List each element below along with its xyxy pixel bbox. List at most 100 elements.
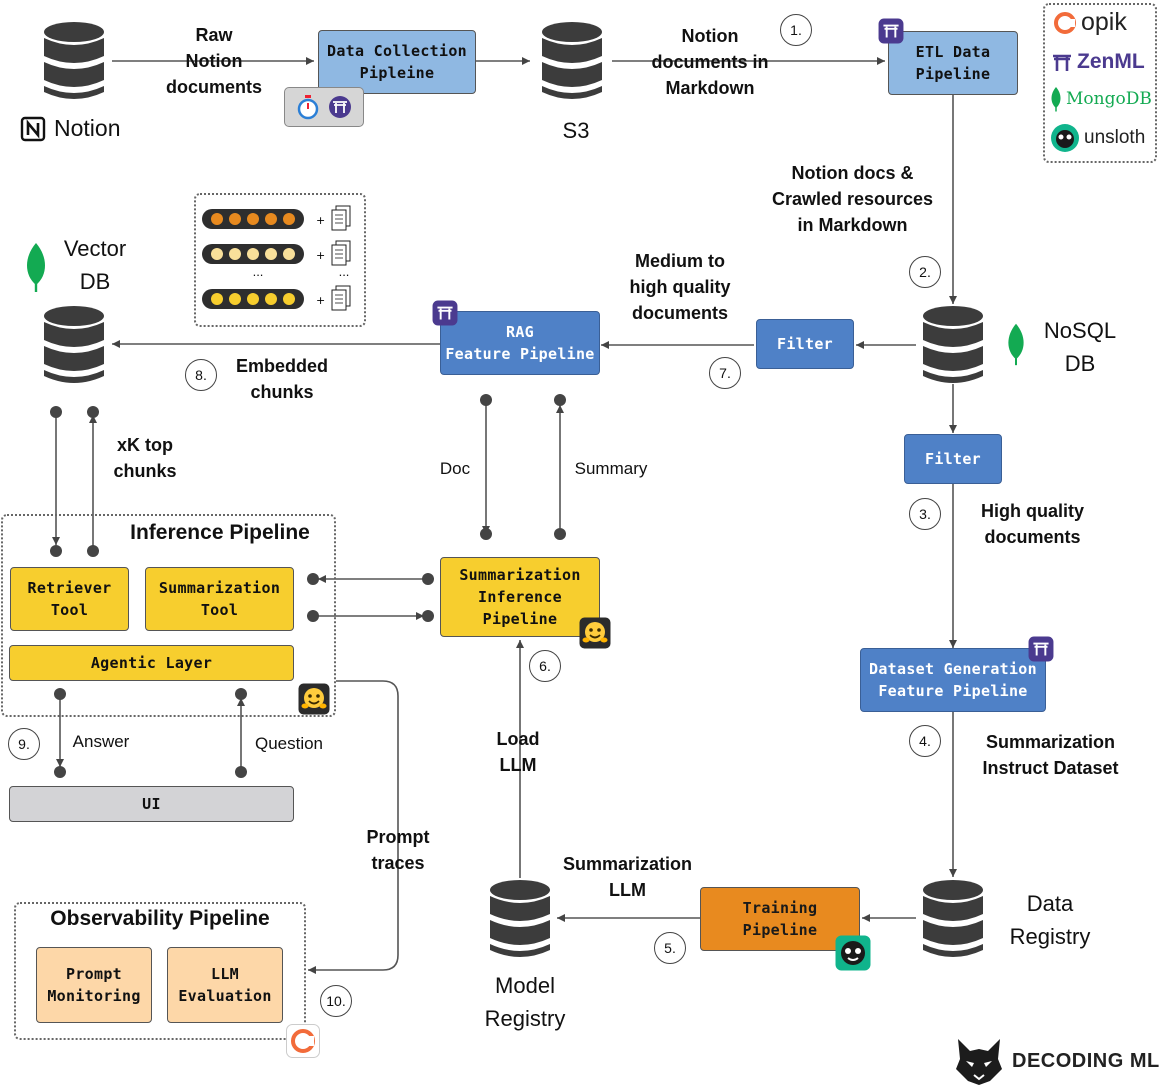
- step-10: 10.: [320, 985, 352, 1017]
- notion-db-icon: [44, 22, 104, 99]
- mongodb-leaf-icon: [1051, 87, 1061, 112]
- huggingface-icon: [298, 683, 330, 715]
- prompt-monitoring-label: Prompt Monitoring: [47, 965, 141, 1005]
- step-3: 3.: [909, 498, 941, 530]
- decoding-ml-brand: DECODING ML: [952, 1035, 1160, 1087]
- summarization-tool-label: Summarization Tool: [158, 579, 281, 619]
- vector-db-icon: [44, 306, 104, 383]
- zenml-name: ZenML: [1077, 50, 1145, 73]
- inference-pipeline-title: Inference Pipeline: [130, 521, 310, 544]
- step-4: 4.: [909, 725, 941, 757]
- etl-data-pipeline[interactable]: ETL Data Pipeline: [888, 31, 1018, 95]
- label-medium-high: Medium to high quality documents: [629, 251, 731, 323]
- filter-bottom[interactable]: Filter: [904, 434, 1002, 484]
- etl-label: ETL Data Pipeline: [915, 43, 991, 83]
- unsloth-sloth-icon: [1051, 124, 1079, 152]
- label-load-llm: Load LLM: [496, 729, 540, 775]
- zenml-torii-icon: [1028, 636, 1054, 662]
- prompt-monitoring[interactable]: Prompt Monitoring: [36, 947, 152, 1023]
- rag-feature-pipeline[interactable]: RAG Feature Pipeline: [440, 311, 600, 375]
- tools-panel: [1043, 3, 1157, 163]
- dataset-generation-pipeline[interactable]: Dataset Generation Feature Pipeline: [860, 648, 1046, 712]
- zenml-logo: ZenML: [1050, 50, 1145, 74]
- label-high-quality: High quality documents: [981, 501, 1084, 547]
- retriever-tool-label: Retriever Tool: [27, 579, 112, 619]
- step-5: 5.: [654, 932, 686, 964]
- label-summarization-instruct: Summarization Instruct Dataset: [982, 732, 1119, 778]
- notion-logo-icon: [20, 116, 46, 141]
- training-pipeline[interactable]: Training Pipeline: [700, 887, 860, 951]
- mongodb-logo: MongoDB: [1049, 86, 1152, 112]
- retriever-tool[interactable]: Retriever Tool: [10, 567, 129, 631]
- svg-text:+: +: [316, 249, 325, 262]
- agentic-layer[interactable]: Agentic Layer: [9, 645, 294, 681]
- s3-name: S3: [562, 118, 590, 143]
- mongodb-name: MongoDB: [1066, 89, 1152, 109]
- ui-box[interactable]: UI: [9, 786, 294, 822]
- svg-text:+: +: [316, 294, 325, 307]
- wolf-logo-icon: [956, 1039, 1002, 1085]
- model-registry-name: Model Registry: [484, 973, 566, 1031]
- chunks-legend: [194, 193, 366, 327]
- opik-name: opik: [1081, 8, 1127, 36]
- data-collection-label: Data Collection Pipleine: [327, 42, 467, 82]
- data-collection-pipeline[interactable]: Data Collection Pipleine: [318, 30, 476, 94]
- training-label: Training Pipeline: [742, 899, 818, 939]
- observability-pipeline-title: Observability Pipeline: [50, 907, 270, 930]
- label-doc: Doc: [439, 459, 471, 478]
- chunks-ellipsis-right: ...: [338, 264, 350, 279]
- step-7: 7.: [709, 357, 741, 389]
- zenml-torii-icon: [1053, 54, 1071, 71]
- label-summarization-llm: Summarization LLM: [562, 854, 693, 900]
- step-1: 1.: [780, 14, 812, 46]
- opik-ring-icon: [1054, 11, 1076, 34]
- summarization-inference-label: Summarization Inference Pipeline: [459, 566, 581, 628]
- opik-ring-icon: [286, 1024, 320, 1058]
- huggingface-icon: [579, 617, 611, 649]
- brand-name: DECODING ML: [1012, 1049, 1160, 1072]
- zenml-torii-icon: [329, 96, 351, 118]
- summarization-inference-pipeline[interactable]: Summarization Inference Pipeline: [440, 557, 600, 637]
- ui-label: UI: [142, 795, 161, 813]
- nosql-db-icon: [923, 306, 983, 383]
- step-9: 9.: [8, 728, 40, 760]
- label-prompt-traces: Prompt traces: [366, 827, 430, 873]
- label-notion-markdown: Notion documents in Markdown: [651, 26, 769, 98]
- unsloth-sloth-icon: [835, 935, 871, 971]
- zenml-torii-icon: [432, 300, 458, 326]
- label-raw-notion: Raw Notion documents: [165, 25, 262, 97]
- label-question: Question: [254, 734, 324, 753]
- orchestration-badge: [284, 87, 364, 127]
- label-summary: Summary: [574, 459, 648, 478]
- label-answer: Answer: [72, 732, 130, 751]
- label-crawled-resources: Notion docs & Crawled resources in Markd…: [771, 163, 934, 235]
- unsloth-logo: unsloth: [1050, 123, 1145, 153]
- model-registry-db-icon: [490, 880, 550, 957]
- embedded-chunks-illustration: + + +: [202, 205, 351, 311]
- summarization-tool[interactable]: Summarization Tool: [145, 567, 294, 631]
- s3-db-icon: [542, 22, 602, 99]
- label-embedded-chunks: Embedded chunks: [235, 356, 328, 402]
- filter-top-label: Filter: [777, 335, 833, 353]
- llm-evaluation[interactable]: LLM Evaluation: [167, 947, 283, 1023]
- stopwatch-icon: [297, 95, 319, 120]
- mongodb-leaf-icon: [1008, 323, 1024, 366]
- llm-evaluation-label: LLM Evaluation: [178, 965, 272, 1005]
- step-2: 2.: [909, 256, 941, 288]
- inference-pipeline-group: [1, 514, 336, 717]
- data-registry-db-icon: [923, 880, 983, 957]
- unsloth-name: unsloth: [1084, 127, 1146, 148]
- agentic-layer-label: Agentic Layer: [90, 654, 213, 672]
- nosql-db-name: NoSQL DB: [1043, 318, 1117, 376]
- notion-source-label: Notion: [20, 115, 120, 142]
- chunks-ellipsis-left: ...: [252, 264, 264, 279]
- filter-bottom-label: Filter: [925, 450, 981, 468]
- rag-label: RAG Feature Pipeline: [445, 323, 595, 363]
- data-registry-name: Data Registry: [1009, 891, 1091, 949]
- observability-pipeline-group: [14, 902, 306, 1040]
- label-xk-top-chunks: xK top chunks: [113, 435, 177, 481]
- mongodb-leaf-icon: [27, 243, 45, 292]
- filter-top[interactable]: Filter: [756, 319, 854, 369]
- notion-name: Notion: [54, 115, 121, 141]
